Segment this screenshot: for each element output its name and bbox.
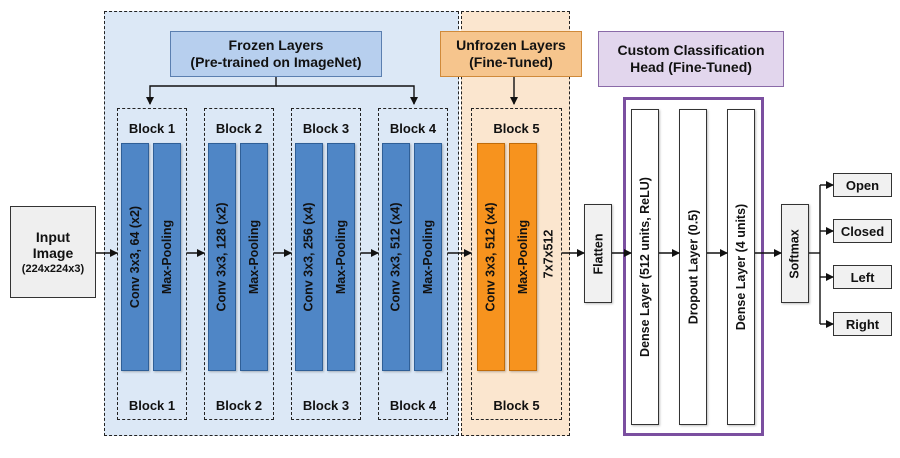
classification-head-header: Custom Classification Head (Fine-Tuned) <box>598 31 784 87</box>
unfrozen-layers-subtitle: (Fine-Tuned) <box>469 54 553 70</box>
block-3-conv-layer: Conv 3x3, 256 (x4) <box>295 143 323 371</box>
block-4-container <box>378 108 448 420</box>
block-5-conv-layer: Conv 3x3, 512 (x4) <box>477 143 505 371</box>
frozen-layers-header: Frozen Layers (Pre-trained on ImageNet) <box>170 31 382 77</box>
block-5-container <box>471 108 562 420</box>
block-4-bottom-label: Block 4 <box>389 398 437 413</box>
block-1-pool-layer: Max-Pooling <box>153 143 181 371</box>
block-2-container <box>204 108 274 420</box>
block-2-pool-layer: Max-Pooling <box>240 143 268 371</box>
input-image-title: Input Image <box>32 229 74 261</box>
classification-head-title: Custom Classification <box>617 42 765 58</box>
frozen-to-block4-arrow <box>276 85 418 105</box>
block-5-pool-layer: Max-Pooling <box>509 143 537 371</box>
block-5-top-label: Block 5 <box>493 121 540 136</box>
block-3-container <box>291 108 361 420</box>
input-image-size: (224x224x3) <box>21 263 85 275</box>
block-2-conv-layer: Conv 3x3, 128 (x2) <box>208 143 236 371</box>
block-3-pool-layer: Max-Pooling <box>327 143 355 371</box>
dropout-layer: Dropout Layer (0.5) <box>679 109 707 425</box>
frozen-layers-title: Frozen Layers <box>228 37 324 53</box>
softmax-layer: Softmax <box>781 204 809 303</box>
dense-layer-512: Dense Layer (512 units, ReLU) <box>631 109 659 425</box>
block-3-top-label: Block 3 <box>302 121 350 136</box>
input-image-box: Input Image (224x224x3) <box>10 206 96 298</box>
block-4-top-label: Block 4 <box>389 121 437 136</box>
block-2-bottom-label: Block 2 <box>215 398 263 413</box>
block-1-container <box>117 108 187 420</box>
block-1-top-label: Block 1 <box>128 121 176 136</box>
frozen-layers-subtitle: (Pre-trained on ImageNet) <box>190 54 362 70</box>
output-left: Left <box>833 265 892 289</box>
unfrozen-layers-header: Unfrozen Layers (Fine-Tuned) <box>440 31 582 77</box>
block-4-pool-layer: Max-Pooling <box>414 143 442 371</box>
block-1-bottom-label: Block 1 <box>128 398 176 413</box>
dense-layer-4: Dense Layer (4 units) <box>727 109 755 425</box>
block-1-conv-layer: Conv 3x3, 64 (x2) <box>121 143 149 371</box>
block-4-conv-layer: Conv 3x3, 512 (x4) <box>382 143 410 371</box>
output-closed: Closed <box>833 219 892 243</box>
frozen-to-block1-arrow <box>146 77 277 105</box>
block-3-bottom-label: Block 3 <box>302 398 350 413</box>
block-2-top-label: Block 2 <box>215 121 263 136</box>
output-right: Right <box>833 312 892 336</box>
block-5-bottom-label: Block 5 <box>493 398 540 413</box>
classification-head-subtitle: Head (Fine-Tuned) <box>630 59 752 75</box>
unfrozen-layers-title: Unfrozen Layers <box>456 37 566 53</box>
